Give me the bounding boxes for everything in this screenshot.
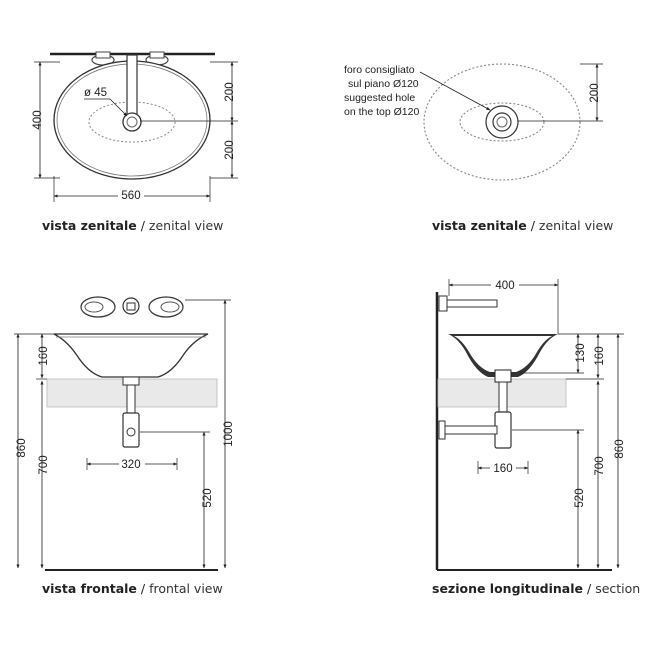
caption-bottom-right-it: sezione longitudinale	[432, 581, 584, 596]
frontal-view: 320 860 160 700 1000 520	[14, 296, 235, 571]
caption-bottom-left-sep: /	[136, 581, 150, 596]
caption-top-right: vista zenitale / zenital view	[432, 218, 613, 233]
dim-320-label-bg	[119, 457, 145, 471]
drain-inner	[126, 116, 138, 128]
caption-top-left: vista zenitale / zenital view	[42, 218, 223, 233]
caption-top-right-it: vista zenitale	[432, 218, 527, 233]
dim-860-section-label: 860	[614, 439, 626, 458]
zenital-view-hole: foro consigliato sul piano Ø120 suggeste…	[344, 63, 603, 181]
caption-top-right-en: zenital view	[538, 218, 614, 233]
section-view: 400 160 130 160 700 860 520	[435, 278, 626, 571]
trap-arm	[440, 425, 498, 435]
caption-bottom-right: sezione longitudinale / section	[432, 581, 640, 596]
trap-wall-fitting	[438, 420, 446, 440]
basin-front	[53, 333, 209, 378]
dim-400s-label-bg	[491, 278, 519, 292]
dim-560-label: 560	[121, 190, 140, 202]
dim-160-section-label: 160	[594, 346, 606, 365]
siphon-pipe-front	[126, 384, 136, 416]
dim-520-section-label: 520	[574, 488, 586, 507]
siphon-outlet-front	[126, 427, 136, 437]
diameter-leader-diag	[109, 98, 128, 117]
drain-inner-tr	[496, 116, 508, 128]
dim-400-label: 400	[32, 110, 44, 129]
dim-200-lower-label: 200	[224, 140, 236, 159]
hole-note-4: on the top Ø120	[344, 106, 419, 118]
front-spout-outlet	[126, 302, 136, 311]
dim-400-section-label: 400	[495, 280, 514, 292]
caption-top-right-sep: /	[526, 218, 539, 233]
diameter-label: ø 45	[84, 87, 107, 99]
front-handle-left-in	[84, 301, 104, 313]
drain-outer-tr	[492, 112, 512, 132]
hole-note-2: sul piano Ø120	[348, 78, 419, 90]
dim-320-label: 320	[121, 459, 140, 471]
dim-160-trap-label: 160	[493, 463, 512, 475]
zenital-view-tap: ø 45 400 200 200 560	[32, 51, 238, 202]
drain-outer	[122, 112, 142, 132]
dim-200-upper-label: 200	[224, 82, 236, 101]
dim-560-label-bg	[118, 188, 144, 202]
drain-section	[494, 369, 512, 383]
hole-note-1: foro consigliato	[344, 64, 415, 76]
note-leader	[419, 71, 491, 111]
hole-note-3: suggested hole	[344, 92, 415, 104]
dim-1000-label: 1000	[223, 421, 235, 447]
caption-top-left-en: zenital view	[148, 218, 224, 233]
front-handle-right-in	[160, 301, 180, 313]
caption-bottom-left: vista frontale / frontal view	[42, 581, 223, 596]
dim-700-front-label: 700	[38, 455, 50, 474]
drain-front	[122, 376, 140, 386]
dim-160-front-label: 160	[38, 346, 50, 365]
caption-top-left-sep: /	[136, 218, 149, 233]
caption-bottom-right-sep: /	[583, 581, 596, 596]
basin-outline-dotted	[423, 63, 581, 181]
spout-section	[438, 299, 498, 308]
caption-bottom-left-en: frontal view	[149, 581, 223, 596]
handle-base-right	[149, 51, 165, 59]
caption-top-left-it: vista zenitale	[42, 218, 137, 233]
dim-130-label: 130	[575, 343, 587, 362]
handle-base-left	[95, 51, 111, 59]
basin-section-inner	[454, 336, 552, 372]
bowl-outline-dotted	[459, 102, 545, 142]
spout-flange	[438, 295, 448, 312]
siphon-pipe-section	[498, 381, 508, 415]
caption-bottom-right-en: section	[595, 581, 641, 596]
dim-860-front-label: 860	[16, 438, 28, 457]
spout	[126, 54, 138, 118]
dim-520-front-label: 520	[202, 488, 214, 507]
dim-700-section-label: 700	[594, 456, 606, 475]
dim-tr-label: 200	[589, 83, 601, 102]
dim-160t-label-bg	[490, 461, 516, 475]
caption-bottom-left-it: vista frontale	[42, 581, 137, 596]
